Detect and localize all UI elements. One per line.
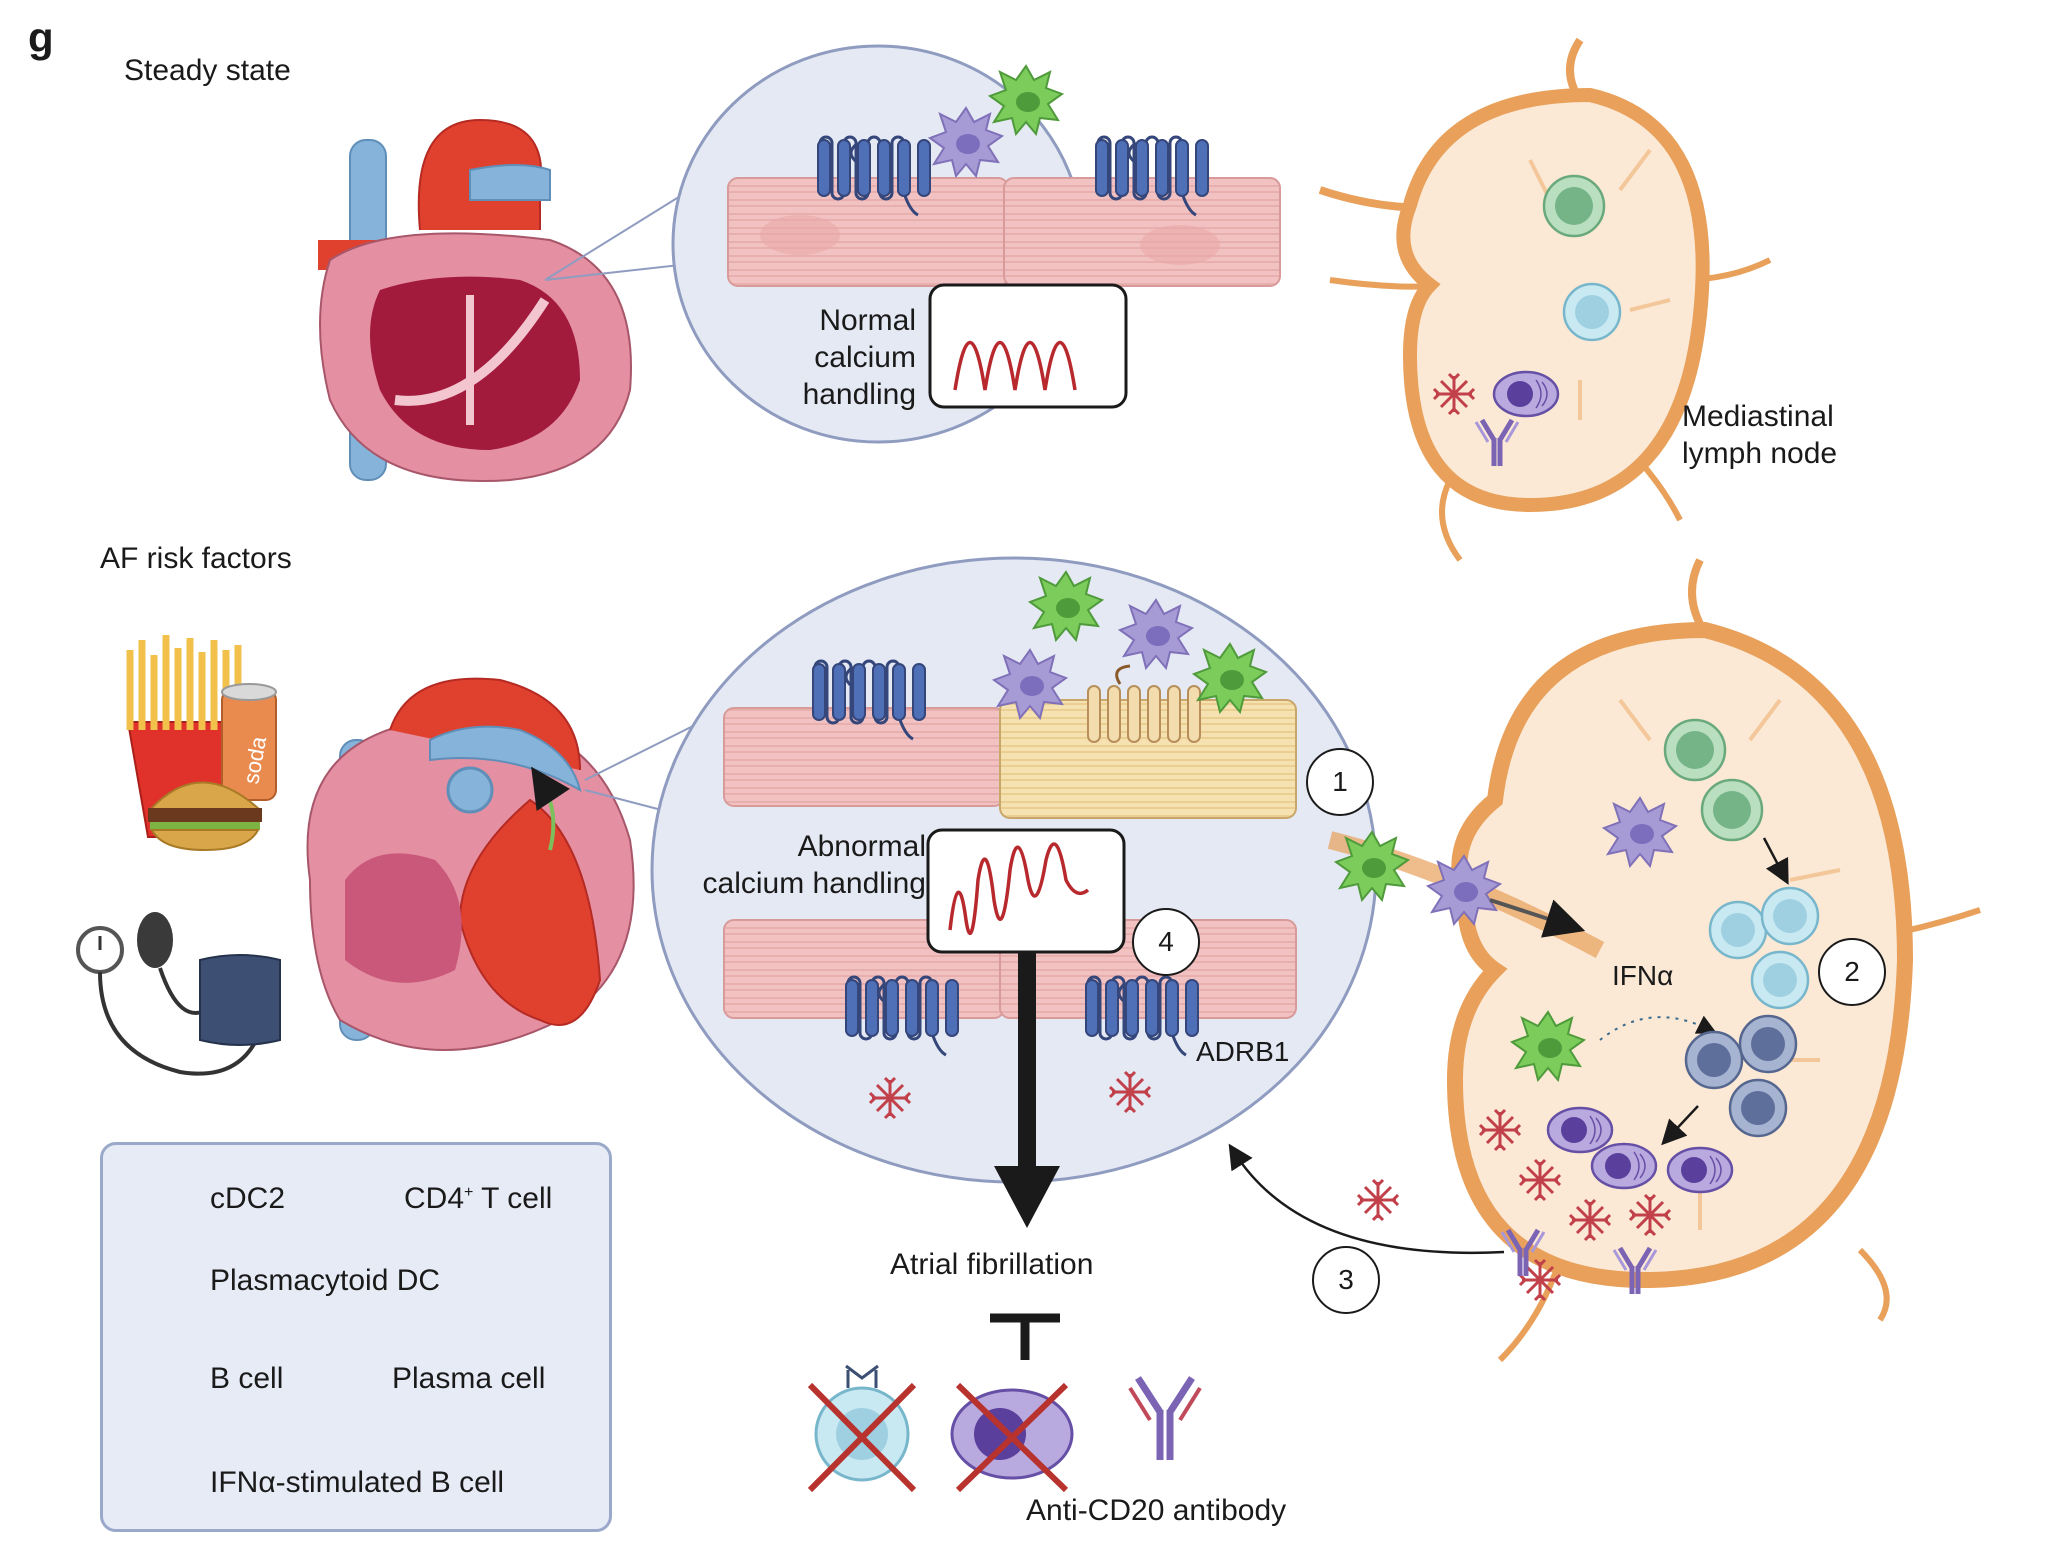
legend-cd4-label: CD4+ T cell: [404, 1182, 552, 1216]
step-number-1: 1: [1306, 748, 1374, 816]
legend-plasma-label: Plasma cell: [392, 1362, 546, 1395]
heart-af: [306, 677, 635, 1051]
panel-letter: g: [28, 14, 54, 61]
legend-bcell-label: B cell: [210, 1362, 284, 1395]
mediastinal-lymph-node-activated: [1446, 558, 1981, 1363]
legend-pdc-label: Plasmacytoid DC: [210, 1264, 441, 1297]
mediastinal-lymph-node-label: Mediastinal lymph node: [1682, 398, 1837, 472]
normal-calcium-label: Normal calcium handling: [740, 302, 916, 413]
cardiomyocyte: [723, 707, 1005, 807]
legend-box: [100, 1142, 612, 1532]
step-number-3: 3: [1312, 1246, 1380, 1314]
burger-icon: [147, 781, 263, 852]
arrow-to-af-head: [994, 1166, 1060, 1228]
abnormal-calcium-label: Abnormal calcium handling: [640, 828, 926, 902]
mediastinal-line1: Mediastinal: [1682, 400, 1834, 433]
section-title-steady-state: Steady state: [124, 54, 291, 87]
arrow-to-af: [1018, 952, 1036, 1172]
abnormal-calcium-line1: Abnormal: [797, 830, 926, 863]
depleted-b-cell: [807, 1364, 917, 1493]
blood-pressure-cuff-icon: [76, 912, 281, 1076]
ifna-label: IFNα: [1612, 960, 1674, 991]
legend-ifn-bcell-label: IFNα-stimulated B cell: [210, 1466, 505, 1499]
legend-cd4-main: CD4: [404, 1182, 465, 1215]
autoantibody-return-arrow: [1228, 1143, 1505, 1254]
atrial-fibrillation-label: Atrial fibrillation: [890, 1248, 1094, 1281]
legend-cdc2-label: cDC2: [210, 1182, 286, 1215]
abnormal-calcium-trace: [948, 842, 1090, 935]
step-number-4: 4: [1132, 908, 1200, 976]
anti-cd20-antibody-icon: [1128, 1376, 1202, 1460]
normal-calcium-line1: Normal: [819, 304, 916, 337]
anti-cd20-antibody-label: Anti-CD20 antibody: [1026, 1494, 1287, 1527]
step-number-2: 2: [1818, 938, 1886, 1006]
normal-calcium-trace: [953, 340, 1077, 391]
calcium-trace-box-normal: [928, 283, 1128, 409]
mediastinal-line2: lymph node: [1682, 437, 1838, 470]
ifna-molecule: [1356, 1178, 1400, 1222]
mediastinal-lymph-node: [1318, 37, 1772, 562]
inhibition-symbol: [990, 1313, 1060, 1360]
abnormal-calcium-line2: calcium handling: [702, 867, 926, 900]
adrb1-label: ADRB1: [1196, 1036, 1290, 1067]
section-title-af-risk-factors: AF risk factors: [100, 542, 292, 575]
normal-calcium-line3: handling: [802, 378, 916, 411]
legend-cd4-rest: T cell: [473, 1182, 553, 1215]
legend-cd4-sup: +: [464, 1184, 474, 1201]
heart-steady-state: [318, 118, 632, 482]
depleted-plasma-cell: [950, 1382, 1074, 1493]
normal-calcium-line2: calcium: [814, 341, 916, 374]
soda-can-icon: soda: [221, 683, 277, 801]
